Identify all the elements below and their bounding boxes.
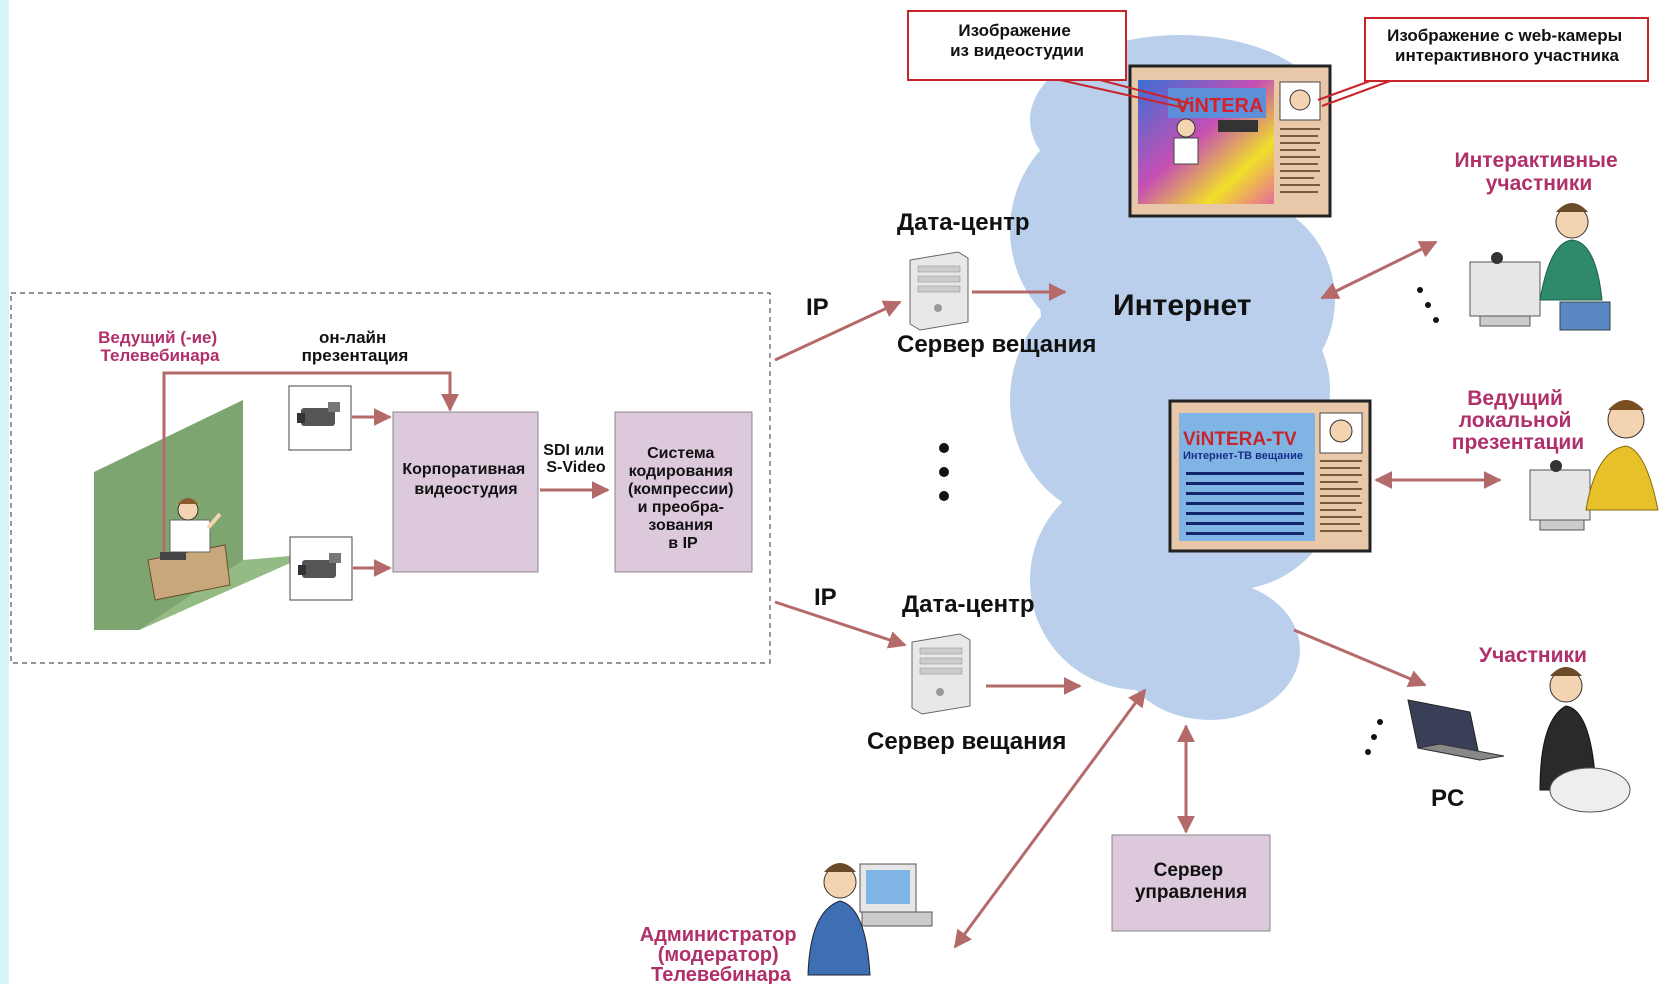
pc-label: PC bbox=[1431, 785, 1464, 812]
host-person-icon bbox=[147, 498, 231, 601]
encoding-system-label: Система кодирования (компрессии) и преоб… bbox=[628, 445, 738, 552]
studio-boundary bbox=[10, 292, 771, 664]
interactive-participants-label: Интерактивные участники bbox=[1454, 149, 1623, 195]
local-host-label: Ведущий локальной презентации bbox=[1452, 387, 1584, 454]
datacenter-top-title: Дата-центр bbox=[897, 209, 1030, 236]
sdi-svideo-label: SDI или S-Video bbox=[543, 442, 608, 476]
server-bottom-icon bbox=[911, 633, 971, 715]
host-to-studio-line bbox=[162, 371, 459, 552]
ip-label-top: IP bbox=[806, 294, 829, 321]
callout-studio-image: Изображение из видеостудии bbox=[907, 10, 1193, 109]
broadcast-server-top-label: Сервер вещания bbox=[897, 331, 1096, 358]
callout-webcam-image: Изображение с web-камеры интерактивного … bbox=[1317, 17, 1649, 107]
corporate-studio-box bbox=[392, 411, 539, 573]
interactive-participant-icon bbox=[1469, 203, 1611, 331]
encoding-system-box bbox=[614, 411, 753, 573]
webinar-screen-top: ViNTERA bbox=[1128, 64, 1332, 218]
host-label: Ведущий (-ие) Телевебинара bbox=[98, 328, 222, 365]
video-camera-bottom-icon bbox=[289, 536, 353, 601]
ip-label-bottom: IP bbox=[814, 584, 837, 611]
ellipsis-dots-participants bbox=[1365, 719, 1383, 755]
participants-label: Участники bbox=[1479, 644, 1587, 667]
administrator-label: Администратор (модератор) Телевебинара bbox=[640, 924, 802, 984]
corporate-studio-label: Корпоративная видеостудия bbox=[402, 461, 529, 498]
screen-subtitle-middle: Интернет-ТВ вещание bbox=[1183, 450, 1303, 462]
datacenter-bottom-title: Дата-центр bbox=[902, 591, 1035, 618]
internet-cloud bbox=[1010, 35, 1340, 720]
internet-label: Интернет bbox=[1113, 289, 1252, 322]
webinar-screen-middle: ViNTERA-TV Интернет-ТВ вещание bbox=[1168, 399, 1372, 553]
svg-text:Изображение из видеостуд: Изображение из видеостудии bbox=[950, 21, 1084, 60]
online-presentation-label: он-лайн презентация bbox=[302, 328, 409, 365]
laptop-participant-icon bbox=[1407, 667, 1631, 813]
video-camera-top-icon bbox=[288, 385, 352, 451]
broadcast-server-bottom-label: Сервер вещания bbox=[867, 728, 1066, 755]
ellipsis-dots-interactive bbox=[1417, 287, 1439, 323]
ellipsis-dots-vertical bbox=[939, 443, 949, 501]
left-border-strip bbox=[0, 0, 9, 984]
administrator-person-icon bbox=[807, 863, 933, 976]
server-top-icon bbox=[909, 251, 969, 331]
screen-brand-top: ViNTERA bbox=[1176, 95, 1263, 117]
screen-brand-middle: ViNTERA-TV bbox=[1183, 429, 1297, 450]
local-host-participant-icon bbox=[1529, 400, 1659, 531]
control-server-label: Сервер управления bbox=[1135, 860, 1247, 903]
svg-text:Изображение с web-камеры: Изображение с web-камеры интерактивного … bbox=[1387, 26, 1627, 65]
